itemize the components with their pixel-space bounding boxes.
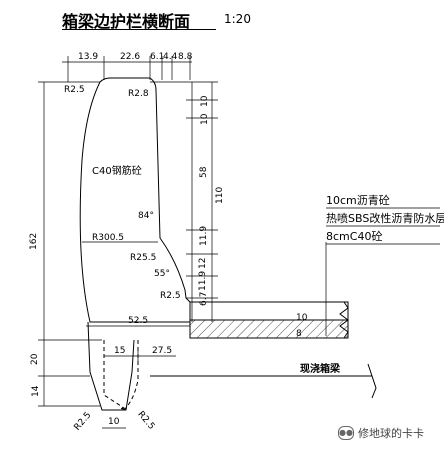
dim-top-4: 4.4 [163,52,178,62]
dim-h-52-5: 52.5 [128,316,148,326]
dim-h-15: 15 [114,346,125,356]
dim-right-11-9a: 11.9 [199,226,209,246]
label-material: C40钢筋砼 [92,164,142,177]
left-dimension: 162 20 14 [29,81,102,407]
label-r2-5-mid: R2.5 [160,291,181,301]
dim-left-162: 162 [29,233,39,250]
layer-waterproof: 热喷SBS改性沥青防水层 [326,211,444,225]
dim-top-5: 8.8 [178,52,193,62]
watermark-text: 修地球的卡卡 [358,427,424,440]
dim-right-110: 110 [215,187,225,204]
label-r2-5-top: R2.5 [64,85,85,95]
dim-right-6-7: 6.7 [199,292,209,306]
barrier-foot-bottom [87,321,135,411]
dim-h-10: 10 [108,417,120,427]
right-dimension-chain: 10 10 58 110 11.9 12 11.9 6.7 [150,81,225,322]
label-angle-55: 55° [154,269,170,279]
top-dimension-chain: 13.9 22.6 6.1 4.4 8.8 [62,52,193,82]
dim-top-3: 6.1 [150,52,164,62]
dim-h-27-5: 27.5 [152,346,172,356]
dim-right-10b: 10 [200,113,210,125]
label-cast-box-girder: 现浇箱梁 [300,362,341,375]
wechat-icon: ●● [338,426,354,440]
label-angle-84: 84° [138,211,154,221]
dim-right-11-9b: 11.9 [198,271,208,291]
dim-right-58: 58 [199,166,209,178]
label-r25-5: R25.5 [130,253,156,263]
horizontal-dims: 52.5 15 27.5 10 [86,316,190,429]
drawing-title: 箱梁边护栏横断面 [62,12,191,31]
layer-asphalt: 10cm沥青砼 [326,194,390,207]
layer-c40: 8cmC40砼 [326,230,382,243]
deck-layers: 10 8 [189,242,349,339]
dim-left-14: 14 [31,385,41,397]
drawing-scale: 1:20 [224,12,251,26]
label-r300-5: R300.5 [92,233,124,243]
pavement-layer-labels: 10cm沥青砼 热喷SBS改性沥青防水层 8cmC40砼 [326,194,444,245]
dim-right-12: 12 [198,258,208,269]
dim-right-10a: 10 [200,95,210,107]
box-girder: 现浇箱梁 [150,362,377,399]
dim-left-20: 20 [30,353,40,365]
dim-layer-8: 8 [296,329,302,339]
label-r2-8: R2.8 [128,89,149,99]
dim-layer-10: 10 [296,313,308,323]
label-r2-5-br: R2.5 [135,410,156,432]
label-r2-5-bl: R2.5 [73,410,94,432]
dim-top-2: 22.6 [120,52,140,62]
title-underline [62,29,216,30]
barrier-outline [79,77,191,323]
watermark: ●● 修地球的卡卡 [338,425,424,441]
dim-top-1: 13.9 [78,52,98,62]
